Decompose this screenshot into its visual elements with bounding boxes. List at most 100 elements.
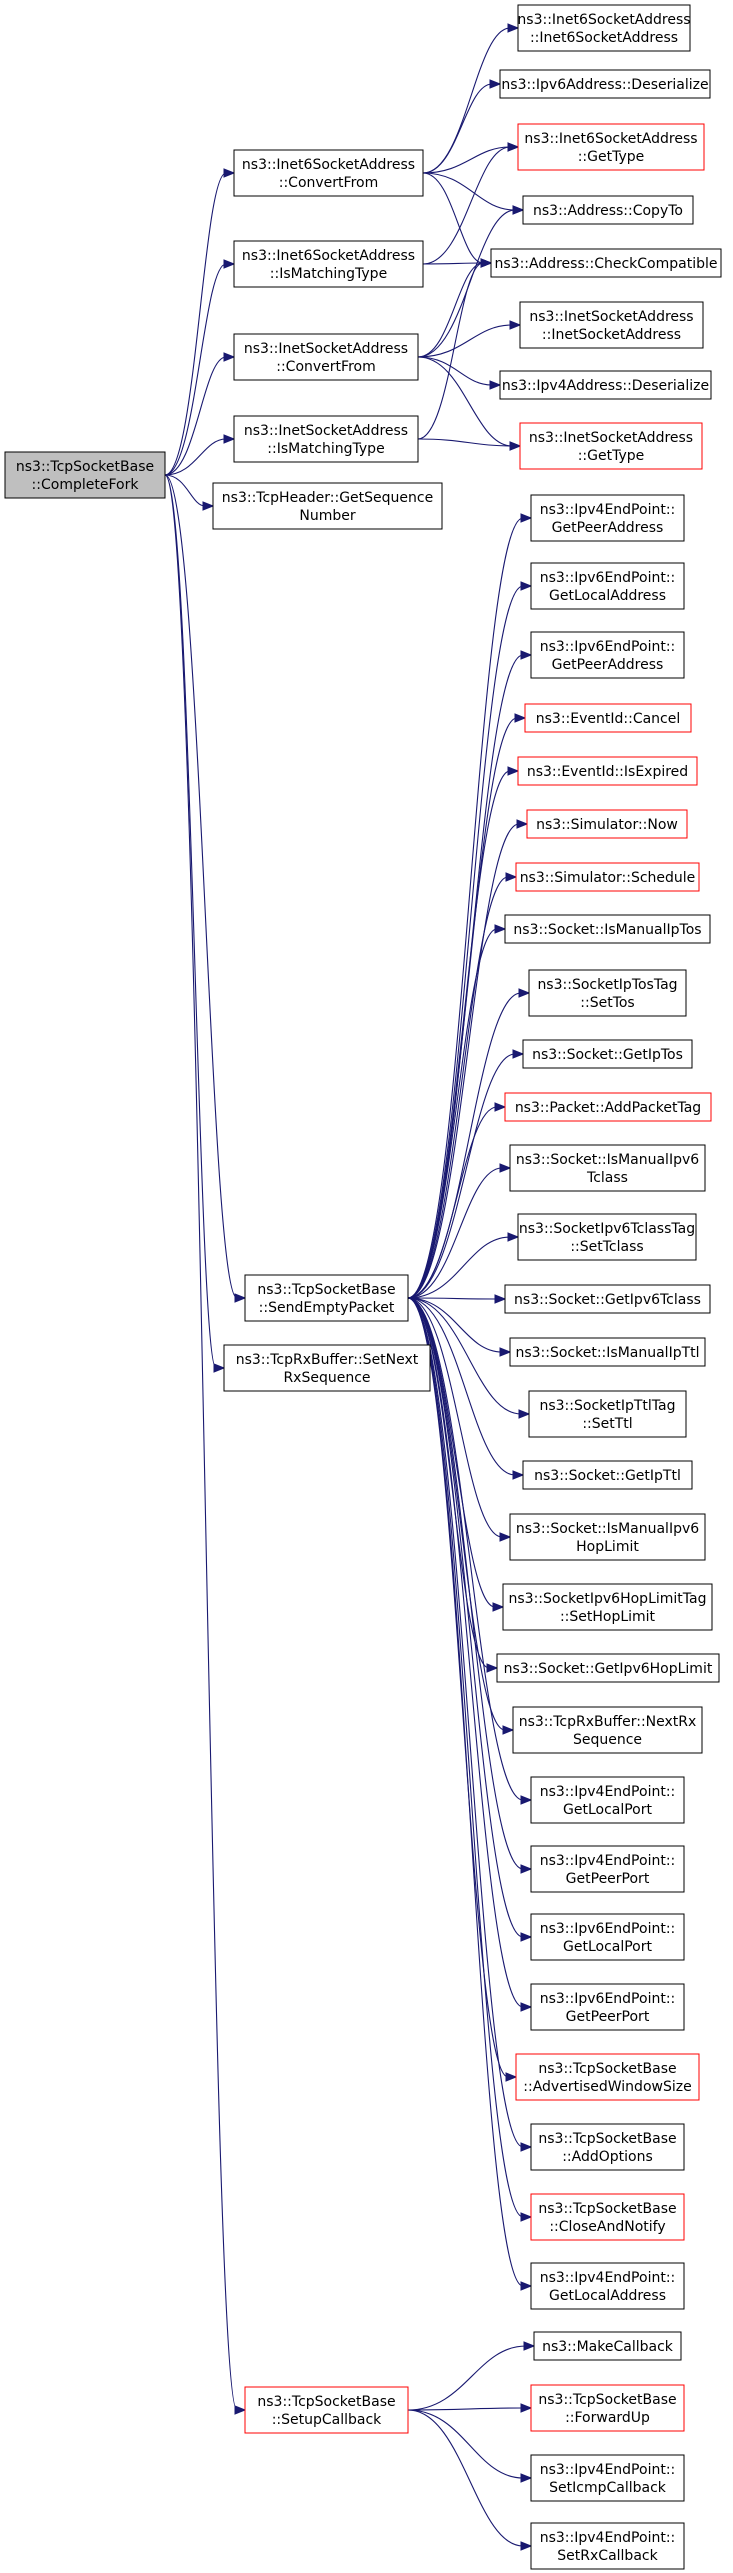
edge-root-to-send_empty bbox=[164, 474, 247, 1303]
node-sock-ismanualiptos[interactable]: ns3::Socket::IsManualIpTos bbox=[504, 914, 711, 944]
edge-i6sa_conv-to-addr_copyto bbox=[422, 172, 525, 215]
node-label-line: ns3::Ipv4EndPoint:: bbox=[540, 2530, 676, 2546]
node-ipv6hoptag-set[interactable]: ns3::SocketIpv6HopLimitTag::SetHopLimit bbox=[502, 1583, 713, 1631]
node-sim-schedule[interactable]: ns3::Simulator::Schedule bbox=[515, 862, 700, 892]
node-eventid-cancel[interactable]: ns3::EventId::Cancel bbox=[524, 703, 692, 733]
node-eventid-expired[interactable]: ns3::EventId::IsExpired bbox=[517, 756, 698, 786]
node-ipv4ep-getlocaladdr[interactable]: ns3::Ipv4EndPoint::GetLocalAddress bbox=[530, 2262, 685, 2310]
node-box bbox=[223, 1344, 431, 1392]
node-isa-ctor[interactable]: ns3::InetSocketAddress::InetSocketAddres… bbox=[519, 301, 704, 349]
node-label-line: ns3::Simulator::Schedule bbox=[520, 870, 696, 886]
edge-send_empty-to-ipv4ep_getlocaladdr bbox=[407, 1297, 533, 2291]
node-ipv4ep-getlocalport[interactable]: ns3::Ipv4EndPoint::GetLocalPort bbox=[530, 1776, 685, 1824]
node-isa-gettype[interactable]: ns3::InetSocketAddress::GetType bbox=[519, 422, 703, 470]
node-sock-getipttl[interactable]: ns3::Socket::GetIpTtl bbox=[522, 1460, 693, 1490]
node-label-line: ns3::Inet6SocketAddress bbox=[517, 12, 690, 28]
node-box bbox=[519, 301, 704, 349]
node-label-line: ns3::SocketIpTosTag bbox=[537, 977, 677, 993]
node-addr-check[interactable]: ns3::Address::CheckCompatible bbox=[490, 248, 722, 278]
edge-isa_conv-to-addr_copyto bbox=[417, 205, 525, 358]
node-label-line: ns3::SocketIpv6HopLimitTag bbox=[509, 1591, 707, 1607]
node-box bbox=[244, 1274, 409, 1322]
node-label-line: ::ForwardUp bbox=[565, 2410, 650, 2426]
node-i6sa-ctor[interactable]: ns3::Inet6SocketAddress::Inet6SocketAddr… bbox=[517, 4, 691, 52]
node-i6sa-match[interactable]: ns3::Inet6SocketAddress::IsMatchingType bbox=[233, 240, 424, 288]
node-ipv4ep-getpeeraddr[interactable]: ns3::Ipv4EndPoint::GetPeerAddress bbox=[530, 494, 685, 542]
node-label-line: Number bbox=[299, 508, 355, 524]
node-ipv6-deser[interactable]: ns3::Ipv6Address::Deserialize bbox=[499, 69, 711, 99]
node-box bbox=[504, 914, 711, 944]
node-box bbox=[522, 1460, 693, 1490]
node-label-line: ns3::Packet::AddPacketTag bbox=[515, 1100, 701, 1116]
edge-send_empty-to-sock_getiptos bbox=[407, 1049, 525, 1299]
node-box bbox=[233, 240, 424, 288]
node-sock-getipv6tclass[interactable]: ns3::Socket::GetIpv6Tclass bbox=[504, 1284, 711, 1314]
node-box bbox=[524, 703, 692, 733]
node-label-line: ns3::Ipv6Address::Deserialize bbox=[501, 77, 708, 93]
node-ipv6ep-getlocalport[interactable]: ns3::Ipv6EndPoint::GetLocalPort bbox=[530, 1913, 685, 1961]
node-isa-match[interactable]: ns3::InetSocketAddress::IsMatchingType bbox=[233, 415, 419, 463]
edge-setup_cb-to-ipv4ep_setrx bbox=[407, 2409, 533, 2551]
node-ipv4-deser[interactable]: ns3::Ipv4Address::Deserialize bbox=[499, 370, 712, 400]
edge-isa_conv-to-addr_check bbox=[417, 258, 493, 358]
node-i6sa-gettype[interactable]: ns3::Inet6SocketAddress::GetType bbox=[517, 123, 705, 171]
node-label-line: ns3::Ipv4Address::Deserialize bbox=[502, 378, 709, 394]
node-label-line: ns3::EventId::IsExpired bbox=[527, 764, 688, 780]
node-ipv6tclasstag-set[interactable]: ns3::SocketIpv6TclassTag::SetTclass bbox=[517, 1213, 697, 1261]
node-send-empty[interactable]: ns3::TcpSocketBase::SendEmptyPacket bbox=[244, 1274, 409, 1322]
node-label-line: ns3::Inet6SocketAddress bbox=[242, 248, 415, 264]
node-label-line: ns3::InetSocketAddress bbox=[244, 423, 408, 439]
node-label-line: GetLocalPort bbox=[563, 1802, 653, 1818]
node-label-line: ns3::Ipv4EndPoint:: bbox=[540, 2270, 676, 2286]
node-label-line: ns3::Socket::IsManualIpv6 bbox=[516, 1152, 699, 1168]
node-ipv6ep-getpeeraddr[interactable]: ns3::Ipv6EndPoint::GetPeerAddress bbox=[530, 631, 685, 679]
node-box bbox=[504, 1092, 712, 1122]
edge-send_empty-to-sock_getipttl bbox=[407, 1297, 525, 1480]
node-i6sa-conv[interactable]: ns3::Inet6SocketAddress::ConvertFrom bbox=[233, 149, 424, 197]
node-label-line: ns3::InetSocketAddress bbox=[529, 430, 693, 446]
node-sim-now[interactable]: ns3::Simulator::Now bbox=[526, 809, 688, 839]
node-ipv6ep-getpeerport[interactable]: ns3::Ipv6EndPoint::GetPeerPort bbox=[530, 1983, 685, 2031]
edge-send_empty-to-sock_ismanualiptos bbox=[407, 924, 507, 1299]
node-sock-ismanualipttl[interactable]: ns3::Socket::IsManualIpTtl bbox=[509, 1337, 706, 1367]
node-tsb-advwin[interactable]: ns3::TcpSocketBase::AdvertisedWindowSize bbox=[515, 2053, 700, 2101]
edge-send_empty-to-tsb_closenotify bbox=[407, 1297, 533, 2222]
node-label-line: ns3::InetSocketAddress bbox=[244, 341, 408, 357]
node-makecallback[interactable]: ns3::MakeCallback bbox=[533, 2331, 682, 2361]
node-ipv4ep-setrx[interactable]: ns3::Ipv4EndPoint::SetRxCallback bbox=[530, 2522, 685, 2570]
node-isa-conv[interactable]: ns3::InetSocketAddress::ConvertFrom bbox=[233, 333, 419, 381]
node-ipv6ep-getlocaladdr[interactable]: ns3::Ipv6EndPoint::GetLocalAddress bbox=[530, 562, 685, 610]
node-ipttltag-setttl[interactable]: ns3::SocketIpTtlTag::SetTtl bbox=[528, 1390, 687, 1438]
node-iptostag-settos[interactable]: ns3::SocketIpTosTag::SetTos bbox=[528, 969, 687, 1017]
node-box bbox=[526, 809, 688, 839]
node-label-line: ::CompleteFork bbox=[32, 477, 140, 493]
edge-send_empty-to-eventid_cancel bbox=[407, 713, 527, 1299]
edge-send_empty-to-ipv4ep_getpeeraddr bbox=[407, 513, 533, 1299]
node-pkt-addtag[interactable]: ns3::Packet::AddPacketTag bbox=[504, 1092, 712, 1122]
node-box bbox=[233, 333, 419, 381]
node-tsb-closenotify[interactable]: ns3::TcpSocketBase::CloseAndNotify bbox=[530, 2193, 685, 2241]
node-setup-cb[interactable]: ns3::TcpSocketBase::SetupCallback bbox=[244, 2386, 409, 2434]
node-tsb-forwardup[interactable]: ns3::TcpSocketBase::ForwardUp bbox=[530, 2384, 685, 2432]
node-sock-getipv6hop[interactable]: ns3::Socket::GetIpv6HopLimit bbox=[496, 1653, 720, 1683]
edge-root-to-i6sa_conv bbox=[164, 168, 236, 476]
node-tsb-addopts[interactable]: ns3::TcpSocketBase::AddOptions bbox=[530, 2123, 685, 2171]
node-box bbox=[530, 494, 685, 542]
edge-send_empty-to-eventid_expired bbox=[407, 766, 520, 1299]
node-box bbox=[530, 1845, 685, 1893]
node-ipv4ep-seticmp[interactable]: ns3::Ipv4EndPoint::SetIcmpCallback bbox=[530, 2454, 685, 2502]
node-box bbox=[233, 415, 419, 463]
node-box bbox=[212, 482, 443, 530]
node-sock-getiptos[interactable]: ns3::Socket::GetIpTos bbox=[522, 1039, 693, 1069]
node-addr-copyto[interactable]: ns3::Address::CopyTo bbox=[522, 195, 694, 225]
node-box bbox=[528, 969, 687, 1017]
node-label-line: ::GetType bbox=[578, 448, 645, 464]
edge-send_empty-to-ipv6ep_getlocaladdr bbox=[407, 581, 533, 1299]
edge-i6sa_conv-to-ipv6_deser bbox=[422, 79, 502, 174]
node-ipv4ep-getpeerport[interactable]: ns3::Ipv4EndPoint::GetPeerPort bbox=[530, 1845, 685, 1893]
